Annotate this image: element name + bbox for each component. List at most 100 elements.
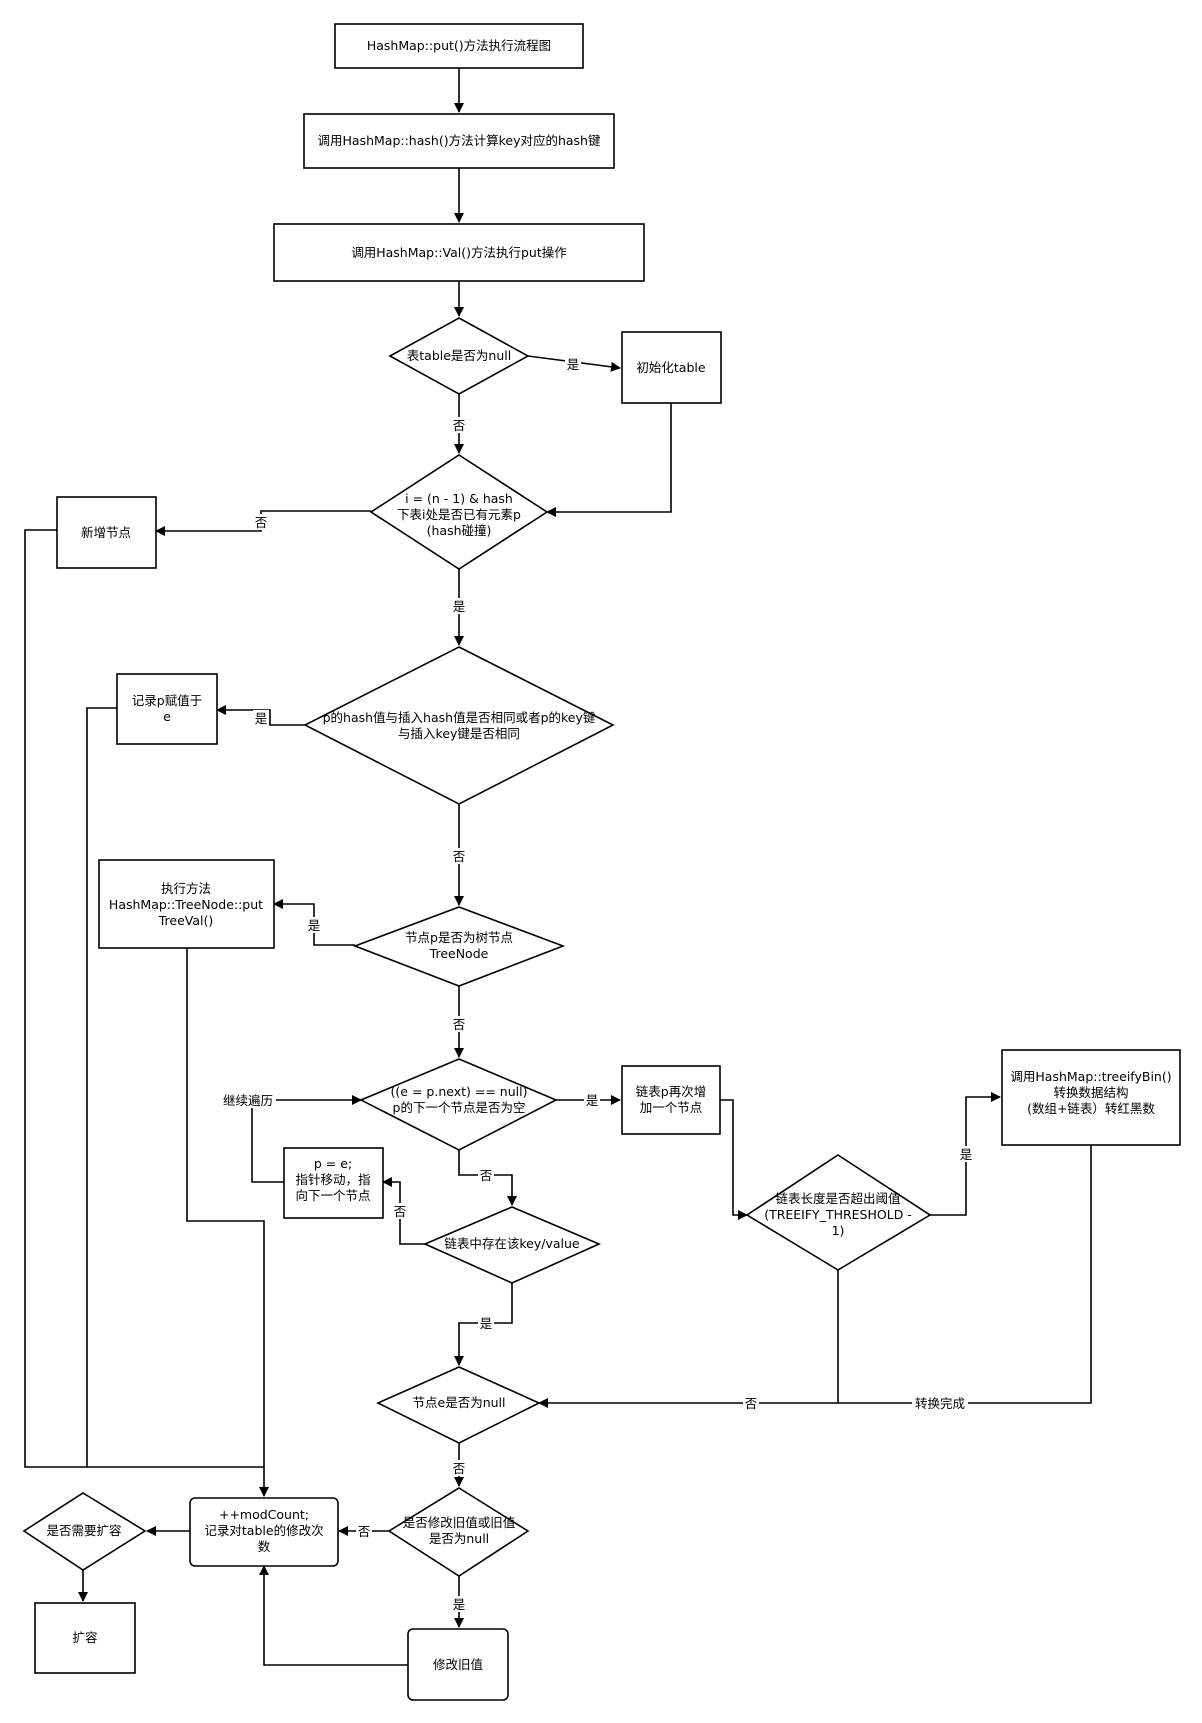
node-exists-kv-text: 链表中存在该key/value [444, 1236, 580, 1251]
edge-addnode-to-modcount [24, 529, 269, 1497]
edge-lencheck-to-enull [538, 1270, 839, 1408]
node-key-same-line1: p的hash值与插入hash值是否相同或者p的key键 [323, 710, 596, 725]
node-replace-old-text: 修改旧值 [433, 1657, 483, 1672]
label-bg [356, 1523, 372, 1539]
node-mod-count-line2: 记录对table的修改次 [204, 1523, 323, 1538]
label-no-istree: 否 [453, 849, 466, 864]
node-next-null-line2: p的下一个节点是否为空 [393, 1100, 526, 1115]
edge-assign-to-modcount [86, 707, 117, 1467]
node-key-same-line2: 与插入key键是否相同 [398, 726, 520, 741]
node-add-node-text: 新增节点 [81, 525, 131, 540]
node-need-resize-text: 是否需要扩容 [46, 1523, 121, 1538]
node-treeify-line3: (数组+链表）转红黑数 [1027, 1101, 1155, 1116]
node-key-same [303, 646, 615, 805]
node-treeify-line2: 转换数据结构 [1053, 1085, 1128, 1100]
label-bg [451, 1016, 467, 1032]
label-bg [912, 1395, 968, 1411]
node-mod-old [387, 1487, 530, 1577]
label-bg [451, 598, 467, 614]
node-resize [34, 1602, 136, 1674]
edge-init-to-index [546, 403, 672, 517]
label-bg [743, 1395, 759, 1411]
node-is-tree [352, 906, 566, 987]
label-bg [253, 710, 269, 726]
node-title [334, 23, 584, 69]
edge-puttree-to-modcount [186, 948, 265, 1467]
node-mod-old-line1: 是否修改旧值或旧值 [403, 1515, 516, 1530]
label-bg [478, 1167, 494, 1183]
label-no-exists: 否 [480, 1168, 493, 1183]
node-init-table-text: 初始化table [636, 360, 705, 375]
label-yes-init: 是 [567, 357, 580, 372]
node-e-null-text: 节点e是否为null [413, 1395, 506, 1410]
node-is-tree-line2: TreeNode [429, 946, 489, 961]
edge-labels: 是 否 否 是 是 否 是 否 是 否 否 继续遍历 是 是 否 转换完成 否 [220, 356, 974, 1612]
label-no-moveptr: 否 [394, 1204, 407, 1219]
label-continue: 继续遍历 [223, 1093, 273, 1108]
node-resize-text: 扩容 [72, 1630, 97, 1645]
node-put-tree-val-line2: HashMap::TreeNode::put [109, 897, 263, 912]
node-need-resize [22, 1492, 147, 1571]
node-mod-count [189, 1497, 339, 1567]
node-put-tree-val-line3: TreeVal() [158, 913, 214, 928]
node-treeify-line1: 调用HashMap::treeifyBin() [1010, 1069, 1171, 1084]
label-yes-append: 是 [586, 1093, 599, 1108]
node-index-check-line1: i = (n - 1) & hash [405, 491, 513, 506]
label-bg [220, 1092, 276, 1108]
node-append-line1: 链表p再次增 [636, 1084, 706, 1099]
label-no-index: 否 [453, 418, 466, 433]
label-yes-enull: 是 [480, 1316, 493, 1331]
node-assign-e-line1: 记录p赋值于 [132, 693, 202, 708]
label-bg [584, 1092, 600, 1108]
node-put-val [273, 223, 645, 282]
node-put-tree-val [98, 859, 275, 949]
node-put-tree-val-line1: 执行方法 [161, 881, 211, 896]
node-next-null [359, 1058, 558, 1151]
label-bg [451, 1596, 467, 1612]
label-bg [306, 917, 322, 933]
label-bg [392, 1203, 408, 1219]
edge-moveptr-to-nextnull [251, 1095, 362, 1183]
label-no-lencheck: 否 [745, 1396, 758, 1411]
edge-replace-to-modcount [259, 1565, 408, 1666]
node-append [621, 1065, 721, 1135]
node-init-table [621, 331, 722, 404]
label-bg [565, 356, 581, 372]
node-len-check-line1: 链表长度是否超出阈值 [775, 1191, 900, 1206]
label-bg [253, 514, 269, 530]
node-mod-count-line1: ++modCount; [219, 1507, 309, 1522]
node-len-check-line2: (TREEIFY_THRESHOLD - [764, 1207, 912, 1222]
label-yes-puttree: 是 [308, 918, 321, 933]
node-calc-hash [303, 113, 615, 169]
node-calc-hash-text: 调用HashMap::hash()方法计算key对应的hash键 [318, 133, 601, 148]
node-index-check-line3: (hash碰撞) [427, 523, 492, 538]
node-len-check-line3: 1) [832, 1223, 845, 1238]
label-bg [451, 417, 467, 433]
node-assign-e-line2: e [163, 709, 171, 724]
nodes: HashMap::put()方法执行流程图 调用HashMap::hash()方… [22, 23, 1181, 1701]
label-yes-treeify: 是 [960, 1147, 973, 1162]
node-replace-old [407, 1628, 509, 1701]
node-table-null [388, 317, 530, 395]
node-move-ptr-line3: 向下一个节点 [295, 1188, 370, 1203]
edge-keysame-to-assign [216, 705, 305, 726]
edge-append-to-lencheck [720, 1099, 748, 1220]
label-bg [451, 848, 467, 864]
node-len-check [745, 1154, 932, 1271]
node-title-text: HashMap::put()方法执行流程图 [367, 38, 551, 53]
label-yes-keysame: 是 [453, 599, 466, 614]
node-move-ptr [283, 1147, 384, 1219]
node-append-line2: 加一个节点 [640, 1100, 703, 1115]
node-index-check [369, 454, 549, 570]
node-table-null-text: 表table是否为null [407, 348, 511, 363]
label-yes-assign: 是 [255, 711, 268, 726]
node-e-null [376, 1366, 541, 1444]
node-put-val-text: 调用HashMap::Val()方法执行put操作 [351, 245, 567, 260]
node-is-tree-line1: 节点p是否为树节点 [405, 930, 513, 945]
label-no-nextnull: 否 [453, 1017, 466, 1032]
node-move-ptr-line1: p = e; [314, 1156, 352, 1171]
node-move-ptr-line2: 指针移动，指 [295, 1172, 370, 1187]
node-add-node [56, 496, 157, 569]
node-index-check-line2: 下表i处是否已有元素p [397, 507, 521, 522]
